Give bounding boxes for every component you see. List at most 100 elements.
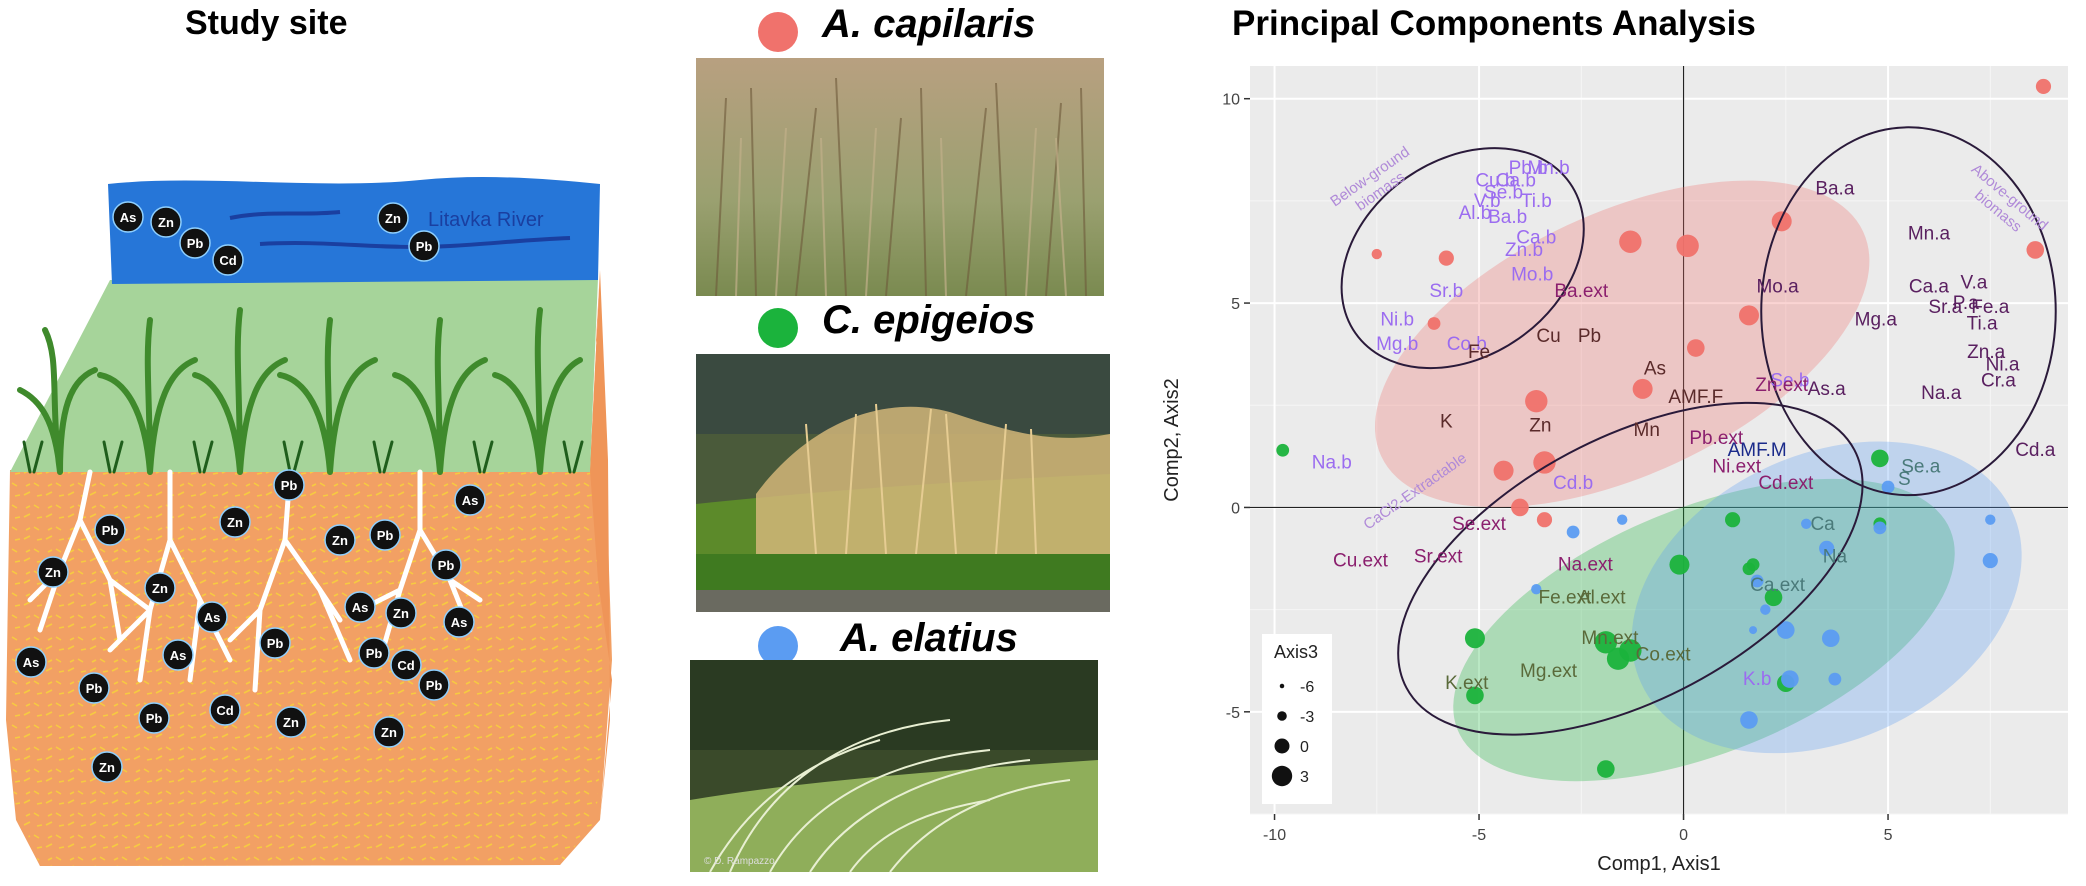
study-site-title: Study site: [185, 4, 348, 42]
variable-label: Zn: [1529, 416, 1551, 437]
point-cepigeios: [1276, 443, 1290, 457]
variable-label: Ca.ext: [1750, 575, 1806, 596]
variable-label: Mg.b: [1376, 334, 1418, 355]
variable-label: Ba.b: [1488, 207, 1527, 228]
element-token-label: Pb: [426, 678, 443, 693]
point-acapilaris: [1536, 512, 1553, 528]
element-token-zn: Zn: [219, 506, 251, 538]
element-token-pb: Pb: [259, 627, 291, 659]
variable-label: Na: [1823, 546, 1848, 567]
element-token-label: Pb: [86, 681, 103, 696]
point-aelatius: [1531, 583, 1542, 595]
point-cepigeios: [1669, 554, 1690, 575]
point-acapilaris: [2035, 78, 2052, 95]
element-token-label: Pb: [377, 528, 394, 543]
element-token-label: Zn: [283, 715, 299, 730]
point-aelatius: [1776, 621, 1795, 639]
variable-label: Se.ext: [1452, 514, 1507, 535]
element-token-label: As: [204, 610, 221, 625]
element-token-label: Pb: [416, 239, 433, 254]
variable-label: Zn.b: [1505, 240, 1543, 261]
variable-label: Mn.a: [1908, 224, 1951, 245]
variable-label: K.b: [1743, 669, 1772, 690]
photo-credit: © D. Rampazzo: [704, 856, 775, 867]
variable-label: Zn.a: [1967, 342, 2005, 363]
variable-label: Pb.b: [1509, 158, 1548, 179]
plot-background: [1250, 66, 2068, 814]
variable-label: AMF.F: [1668, 387, 1723, 408]
variable-label: S: [1898, 469, 1911, 490]
element-token-label: Cd: [216, 703, 233, 718]
group-ellipse: [1397, 401, 1864, 736]
element-token-as: As: [344, 591, 376, 623]
point-aelatius: [1828, 672, 1842, 686]
variable-label: Cu: [1536, 326, 1560, 347]
element-token-zn: Zn: [377, 202, 409, 234]
element-token-label: As: [23, 655, 40, 670]
variable-label: Fe.ext: [1539, 587, 1593, 608]
variable-label: Na.a: [1921, 383, 1962, 404]
variable-label: Ca.b: [1516, 228, 1556, 249]
point-cepigeios: [1597, 760, 1615, 778]
element-token-label: Zn: [385, 211, 401, 226]
group-ellipse: [1340, 147, 1585, 370]
variable-label: Ca.b: [1496, 170, 1536, 191]
legend-size-marker: [1277, 711, 1287, 721]
variable-label: Sr.ext: [1414, 546, 1463, 567]
element-token-label: Zn: [158, 215, 174, 230]
legend-size-marker: [1271, 765, 1293, 787]
element-token-zn: Zn: [150, 206, 182, 238]
size-legend: Axis3-6-303: [1262, 634, 1332, 804]
legend-size-label: 3: [1300, 769, 1309, 786]
variable-label: K: [1440, 412, 1453, 433]
variable-label: Se.b: [1770, 371, 1809, 392]
element-token-as: As: [112, 201, 144, 233]
point-aelatius: [1760, 604, 1771, 615]
point-acapilaris: [1619, 230, 1642, 253]
point-cepigeios: [1466, 686, 1484, 705]
element-token-pb: Pb: [179, 227, 211, 259]
element-token-pb: Pb: [273, 469, 305, 501]
point-cepigeios: [1725, 512, 1741, 528]
point-aelatius: [1985, 514, 1996, 525]
point-acapilaris: [1427, 317, 1441, 330]
element-token-zn: Zn: [91, 751, 123, 783]
variable-label: Ba.a: [1815, 179, 1855, 200]
variable-label: Se.b: [1484, 183, 1523, 204]
variable-label: Cd.a: [2015, 440, 2056, 461]
element-token-pb: Pb: [94, 514, 126, 546]
variable-label: Mn.ext: [1581, 628, 1639, 649]
point-acapilaris: [1371, 248, 1382, 260]
variable-label: As.a: [1808, 379, 1846, 400]
variable-label: Ni.a: [1986, 354, 2020, 375]
y-tick-label: -5: [1226, 705, 1240, 722]
element-token-pb: Pb: [408, 230, 440, 262]
point-aelatius: [1801, 518, 1812, 529]
element-token-pb: Pb: [78, 672, 110, 704]
element-token-cd: Cd: [390, 649, 422, 681]
element-token-zn: Zn: [373, 716, 405, 748]
element-token-zn: Zn: [37, 556, 69, 588]
variable-label: Co.ext: [1636, 645, 1692, 666]
element-token-label: Zn: [393, 606, 409, 621]
element-token-label: Zn: [227, 515, 243, 530]
variable-label: Cd.ext: [1758, 473, 1814, 494]
point-aelatius: [1982, 552, 1998, 569]
variable-label: Mg.ext: [1520, 661, 1578, 682]
element-token-label: Pb: [187, 236, 204, 251]
point-cepigeios: [1464, 628, 1485, 649]
species-2-photo: [696, 354, 1110, 612]
variable-label: Co.b: [1447, 334, 1487, 355]
point-cepigeios: [1871, 449, 1889, 468]
point-acapilaris: [1771, 211, 1792, 232]
element-token-label: Zn: [45, 565, 61, 580]
point-cepigeios: [1764, 588, 1783, 607]
variable-label: Zn.ext: [1755, 375, 1809, 396]
grass-plants: [17, 307, 584, 475]
element-token-as: As: [443, 606, 475, 638]
plot-grid: [1250, 66, 2068, 815]
variable-label: Al.ext: [1578, 587, 1626, 608]
